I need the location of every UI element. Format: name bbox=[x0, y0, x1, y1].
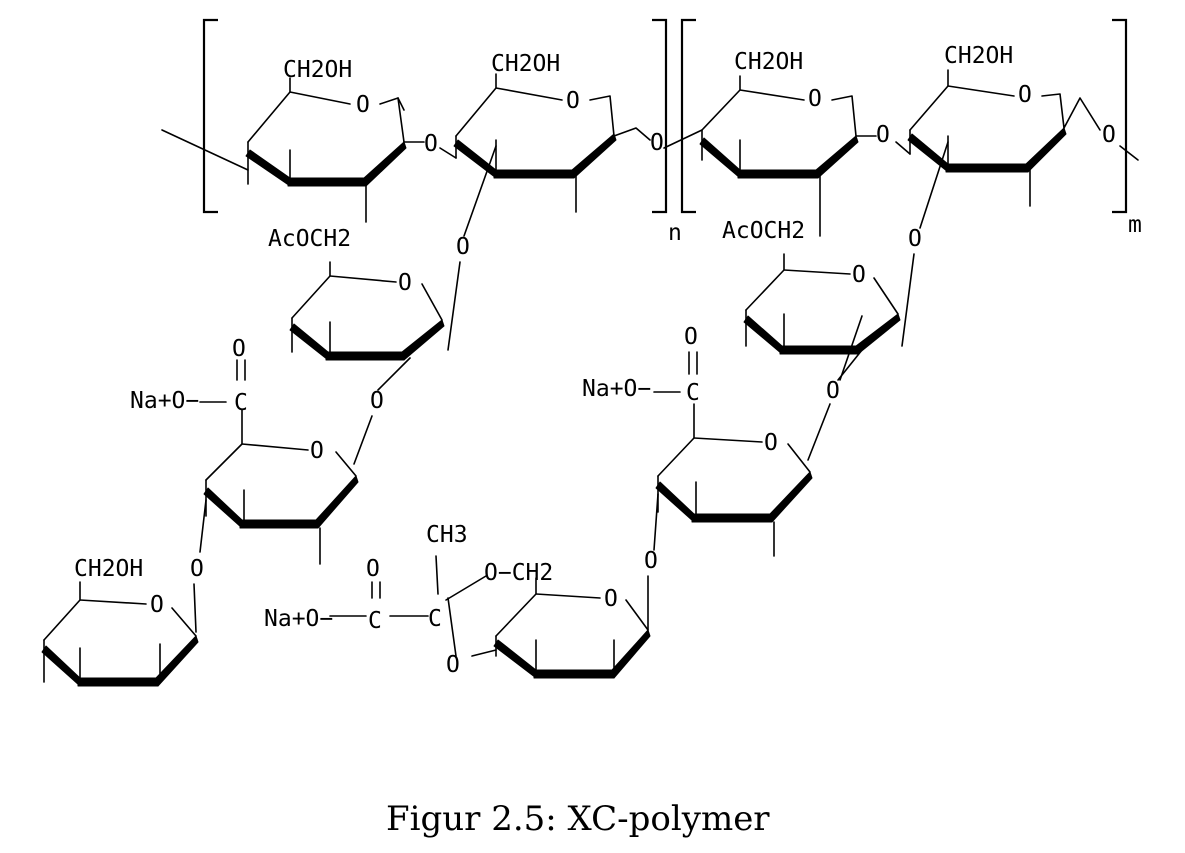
carboxyl-c-right: C bbox=[686, 380, 700, 406]
figure-caption: Figur 2.5: XC-polymer bbox=[386, 799, 770, 839]
acetyl-left-label: AcOCH2 bbox=[268, 226, 351, 252]
backbone-sugar-4 bbox=[895, 69, 1139, 229]
sidechain-glucuronate-left bbox=[199, 359, 373, 565]
terminal-mannose-left bbox=[41, 581, 199, 687]
methyl-label: CH3 bbox=[426, 522, 468, 548]
sidechain-oxygen-left: O bbox=[456, 234, 470, 260]
ring-oxygen-pyruvylated: O bbox=[604, 586, 618, 612]
backbone-sugar-1 bbox=[161, 77, 425, 223]
repeat-n-label: n bbox=[668, 220, 682, 246]
carboxylate-right-label: Na+O− bbox=[582, 376, 651, 402]
bracket-n-left bbox=[202, 18, 218, 214]
sidechain-mannose-left bbox=[289, 261, 461, 391]
sugar2-ch2oh-label: CH2OH bbox=[491, 51, 560, 77]
glycosidic-oxygen-2: O bbox=[650, 130, 664, 156]
ketal-oxygen: O bbox=[446, 652, 460, 678]
pyruvylated-mannose bbox=[329, 555, 651, 679]
pyruvate-carboxyl-c: C bbox=[368, 608, 382, 634]
bracket-n-right bbox=[652, 18, 668, 214]
sidechain-mannose-right bbox=[743, 253, 915, 381]
carboxyl-o-left: O bbox=[232, 336, 246, 362]
backbone-sugar-3 bbox=[663, 75, 877, 237]
ring-oxygen-4: O bbox=[1018, 82, 1032, 108]
bracket-m-right bbox=[1112, 18, 1128, 214]
linker-oxygen-right-2: O bbox=[644, 548, 658, 574]
ring-oxygen-3: O bbox=[808, 86, 822, 112]
och2-label: O−CH2 bbox=[484, 560, 553, 586]
pyruvate-salt-label: Na+O− bbox=[264, 606, 333, 632]
ring-oxygen-glucuronate-left: O bbox=[310, 438, 324, 464]
sidechain-oxygen-right: O bbox=[908, 226, 922, 252]
sugar4-ch2oh-label: CH2OH bbox=[944, 43, 1013, 69]
ketal-carbon: C bbox=[428, 606, 442, 632]
terminal-ch2oh-label: CH2OH bbox=[74, 556, 143, 582]
glycosidic-oxygen-4: O bbox=[1102, 122, 1116, 148]
ring-oxygen-glucuronate-right: O bbox=[764, 430, 778, 456]
ring-oxygen-terminal-left: O bbox=[150, 592, 164, 618]
acetyl-right-label: AcOCH2 bbox=[722, 218, 805, 244]
sugar3-ch2oh-label: CH2OH bbox=[734, 49, 803, 75]
carboxyl-c-left: C bbox=[234, 390, 248, 416]
pyruvate-carbonyl-o: O bbox=[366, 556, 380, 582]
bracket-m-left bbox=[680, 18, 696, 214]
carboxylate-left-label: Na+O− bbox=[130, 388, 199, 414]
ring-oxygen-acetyl-right: O bbox=[852, 262, 866, 288]
linker-oxygen-right: O bbox=[826, 378, 840, 404]
linker-oxygen-left: O bbox=[370, 388, 384, 414]
sugar1-ch2oh-label: CH2OH bbox=[283, 57, 352, 83]
linker-oxygen-left-2: O bbox=[190, 556, 204, 582]
ring-oxygen-2: O bbox=[566, 88, 580, 114]
sidechain-glucuronate-right bbox=[653, 351, 831, 557]
glycosidic-oxygen-3: O bbox=[876, 122, 890, 148]
ring-oxygen-acetyl-left: O bbox=[398, 270, 412, 296]
glycosidic-oxygen-1: O bbox=[424, 131, 438, 157]
carboxyl-o-right: O bbox=[684, 324, 698, 350]
repeat-m-label: m bbox=[1128, 212, 1142, 238]
backbone-sugar-2 bbox=[439, 73, 651, 237]
ring-oxygen-1: O bbox=[356, 92, 370, 118]
